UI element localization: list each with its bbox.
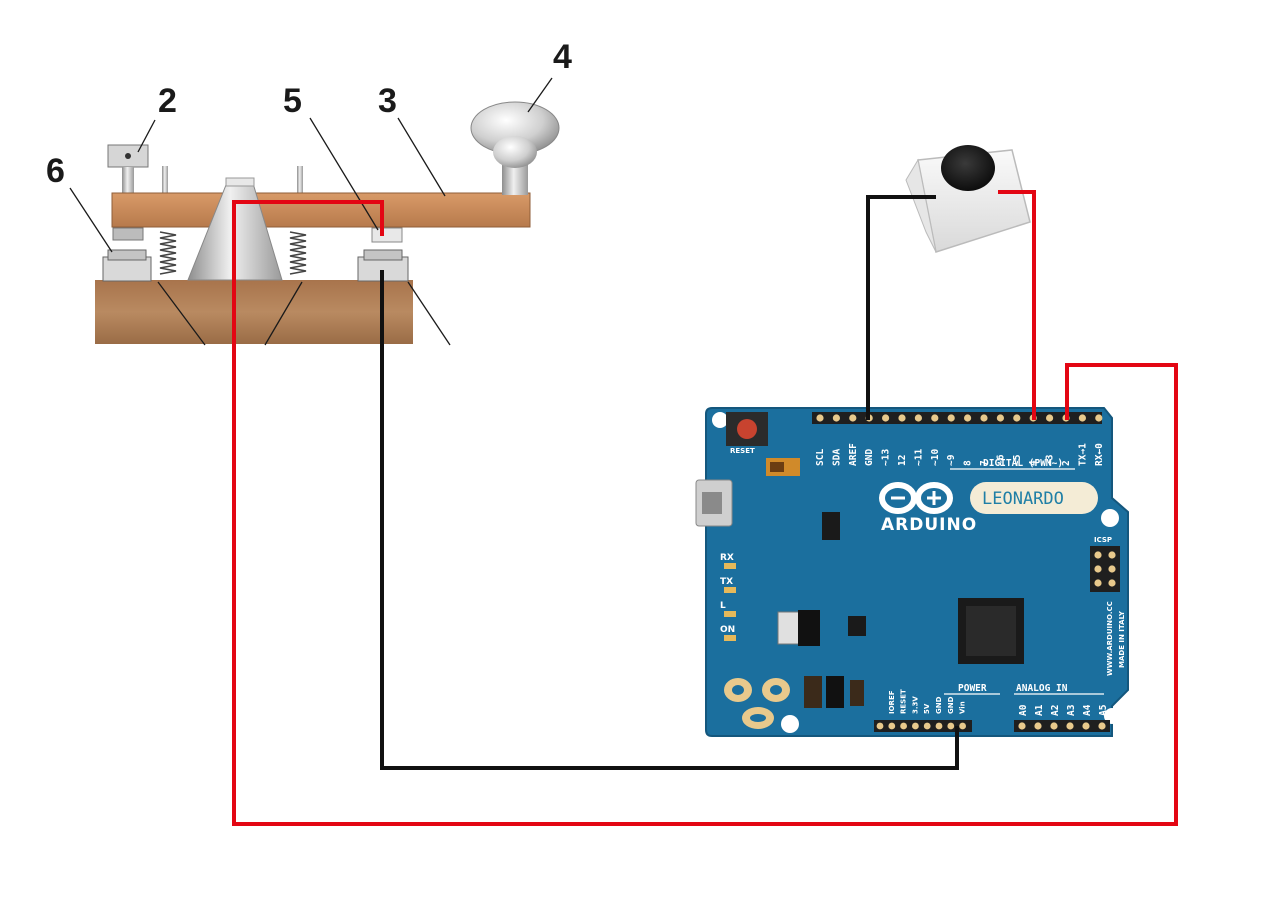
key-lever (111, 192, 531, 228)
pin-label: A0 (1018, 704, 1029, 716)
brand-label: ARDUINO (881, 515, 977, 535)
chip-mid (848, 616, 866, 636)
pin-label: 4 (1028, 460, 1039, 466)
svg-text:L: L (720, 601, 726, 611)
wire-black-button-to-gnd (866, 195, 936, 420)
svg-text:TX: TX (720, 577, 733, 587)
pin-label: ~6 (995, 454, 1006, 466)
pin-label: ~11 (913, 449, 924, 466)
pin-label: A1 (1034, 704, 1045, 716)
wires (232, 190, 1178, 826)
callout-5: 5 (283, 82, 302, 120)
model-label: LEONARDO (982, 489, 1064, 509)
model-badge (970, 482, 1098, 514)
status-leds: RX TX L ON (720, 553, 736, 641)
pin-label: 3.3V (911, 696, 919, 714)
power-caps (804, 676, 822, 708)
analog-pin-labels: A0 A1 A2 A3 A4 A5 (1018, 704, 1109, 716)
callout-2: 2 (158, 82, 177, 120)
icsp-header (1090, 546, 1120, 592)
terminal-left (102, 249, 152, 282)
chip-small (822, 512, 840, 540)
post-left (162, 166, 168, 194)
spring-left (159, 231, 177, 275)
pin-label: ~3 (1045, 454, 1056, 466)
pin-label: 8 (963, 460, 974, 466)
pin-label: A3 (1066, 704, 1077, 716)
pin-label: RESET (900, 689, 908, 714)
post-right (297, 166, 303, 194)
pin-label: ~9 (946, 454, 957, 466)
telegraph-key: 2 3 4 5 6 (46, 38, 572, 346)
pin-label: 2 (1061, 460, 1072, 466)
spring-right (289, 231, 307, 275)
analog-label: ANALOG IN (1016, 683, 1068, 694)
pin-label: ~13 (881, 449, 892, 466)
top-header (812, 412, 1103, 424)
key-knob (470, 101, 560, 195)
made-in-label: MADE IN ITALY (1118, 610, 1126, 668)
pin-label: SCL (815, 449, 826, 466)
pin-label: TX→1 (1077, 443, 1088, 466)
wire-red-key-to-pin2 (232, 200, 1178, 826)
push-button (905, 145, 1031, 253)
pin-label: A5 (1098, 704, 1109, 716)
pin-label: 5V (923, 703, 931, 714)
contact-point (371, 227, 403, 243)
callout-3: 3 (378, 82, 397, 120)
regulator (777, 611, 801, 645)
pin-label: 12 (897, 455, 908, 466)
power-header (874, 720, 972, 732)
power-label: POWER (958, 683, 987, 694)
arduino-logo-icon (879, 482, 953, 514)
pin-label: GND (947, 696, 955, 714)
pin-label: A4 (1082, 704, 1093, 716)
callout-4: 4 (553, 38, 572, 76)
pin-label: ~5 (1012, 454, 1023, 466)
pin-label: IOREF (888, 690, 896, 714)
pin-label: SDA (831, 449, 842, 466)
analog-header (1014, 720, 1110, 732)
reset-button (726, 412, 768, 446)
pin-label: Vin (959, 701, 967, 714)
icsp-label: ICSP (1094, 536, 1112, 544)
digital-label: DIGITAL (PWM~) (983, 458, 1063, 469)
key-base (95, 280, 413, 344)
reset-label: RESET (730, 447, 755, 455)
url-label: WWW.ARDUINO.CC (1106, 601, 1114, 676)
callout-leaders (69, 77, 553, 346)
pin-label: AREF (848, 443, 859, 466)
pin-label: RX←0 (1094, 443, 1105, 466)
callout-6: 6 (46, 152, 65, 190)
wire-black-key-to-gnd (380, 270, 959, 770)
svg-text:RX: RX (720, 553, 734, 563)
pin-label: ~10 (930, 449, 941, 466)
pin-label: 7 (979, 460, 990, 466)
svg-text:ON: ON (720, 625, 735, 635)
wire-red-button-to-pin4 (998, 190, 1036, 420)
pin-label: GND (935, 696, 943, 714)
pin-label: GND (864, 449, 875, 466)
pin-label: A2 (1050, 705, 1061, 716)
